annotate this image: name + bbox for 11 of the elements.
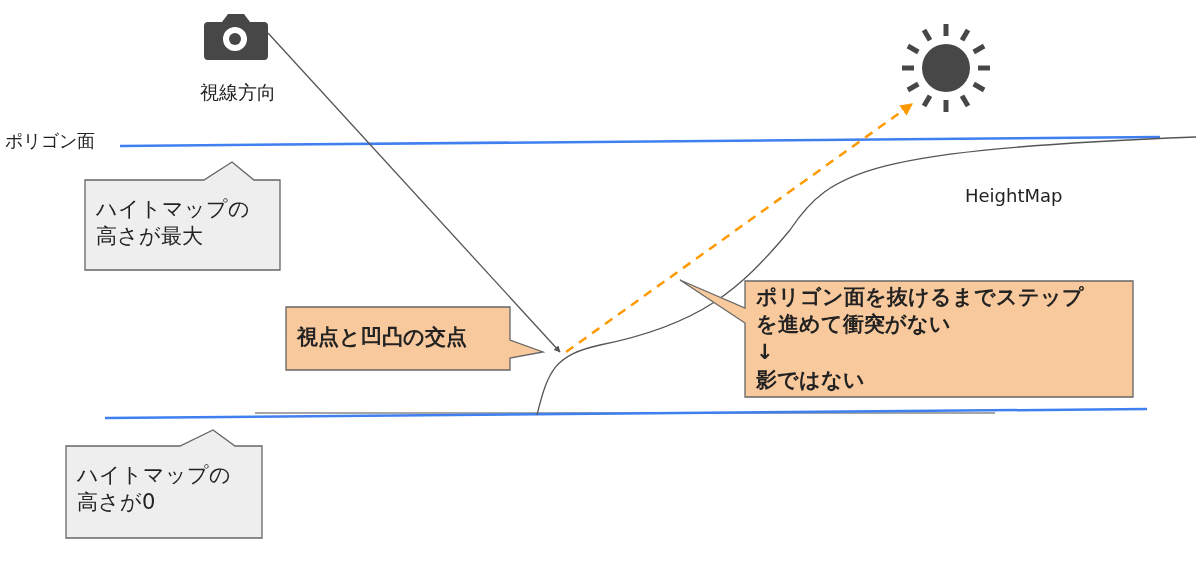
callout-text: ↓ [756, 339, 775, 366]
callout-text: ハイトマップの高さが0 [77, 462, 232, 516]
dashed-arrow [565, 103, 913, 353]
callout-text: 影ではない [756, 367, 866, 394]
callout-text: ポリゴン面を抜けるまでステップを進めて衝突がない [756, 284, 1085, 338]
plane-label: ポリゴン面 [5, 129, 95, 153]
callout-text: ハイトマップの高さが最大 [96, 196, 251, 250]
arrow [267, 32, 561, 353]
callout-text: 視点と凹凸の交点 [297, 324, 468, 351]
node-label: 視線方向 [200, 80, 276, 105]
curve-label: HeightMap [965, 184, 1063, 208]
